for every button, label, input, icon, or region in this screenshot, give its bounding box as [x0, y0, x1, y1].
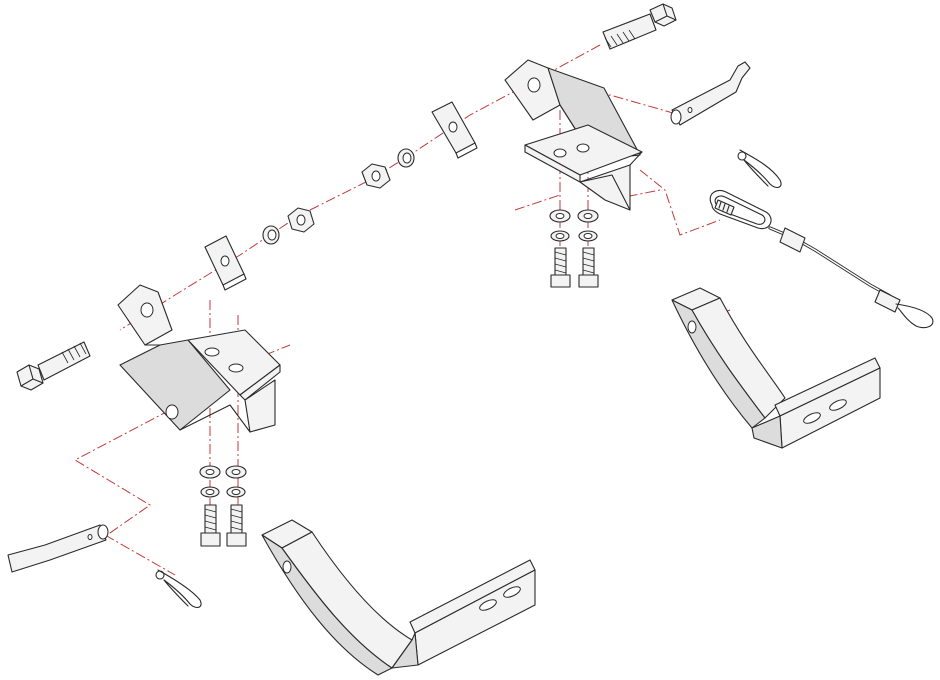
hex-bolt-right	[602, 3, 677, 50]
safety-cable	[768, 226, 934, 329]
hex-nut	[361, 163, 391, 189]
hex-nut-left	[287, 207, 315, 233]
lock-washer-right	[549, 209, 599, 242]
step-arm-left	[261, 519, 536, 676]
hex-bolt-left	[16, 341, 91, 391]
hitch-pin-left	[7, 524, 109, 573]
lock-washer-left	[199, 465, 247, 498]
hairpin-clip-left	[155, 569, 202, 609]
square-nut-plate-left	[204, 235, 247, 291]
mounting-bracket-left	[117, 284, 281, 433]
square-nut-plate-right	[431, 101, 478, 159]
center-lines	[73, 44, 731, 576]
hitch-pin-right	[670, 61, 751, 126]
carriage-bolt-right	[550, 247, 599, 288]
step-arm-right	[671, 287, 881, 449]
washer	[397, 148, 415, 168]
mounting-bracket-right	[504, 59, 643, 211]
hairpin-clip-right	[737, 149, 782, 189]
washer-left	[262, 225, 280, 245]
carriage-bolt-left	[200, 504, 247, 547]
quick-link	[709, 189, 772, 230]
